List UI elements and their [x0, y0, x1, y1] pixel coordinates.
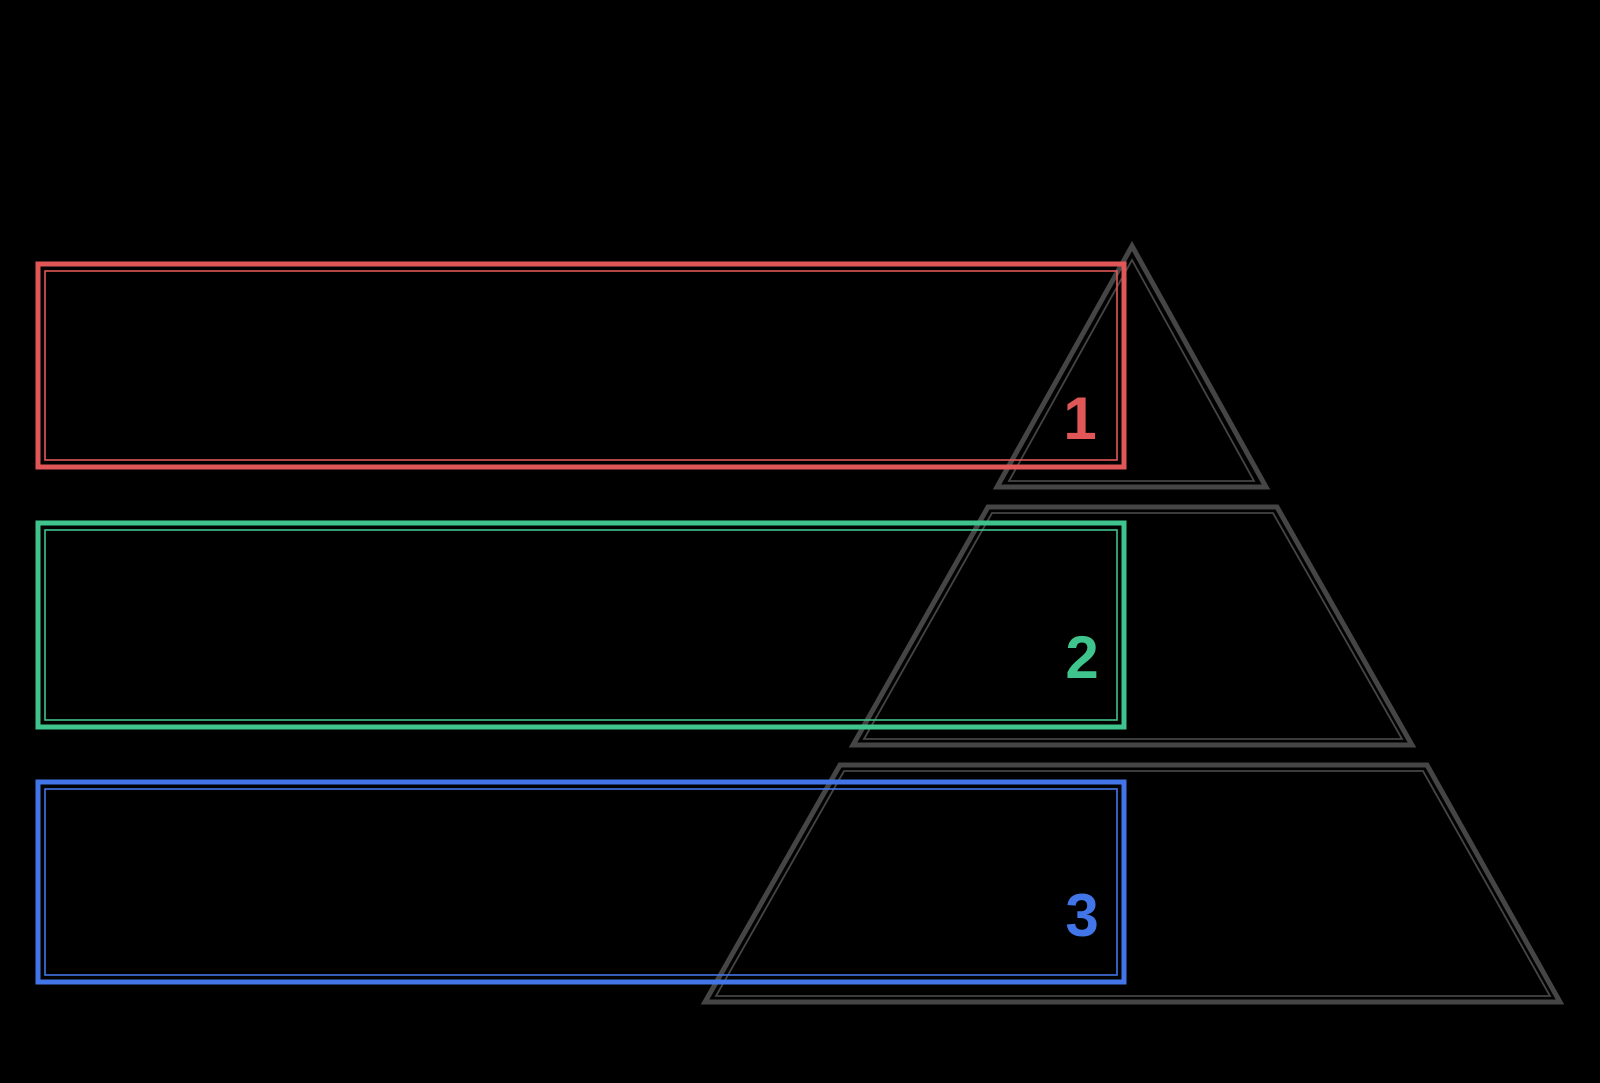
layer-3-number: 3: [1065, 882, 1098, 949]
layer-3-bar: [35, 779, 1127, 985]
layer-1-bar-inner-line: [44, 270, 1118, 461]
layer-1-number: 1: [1063, 385, 1096, 452]
pyramid-tier-3-outline: [700, 762, 1565, 1005]
layer-1-bar: [35, 261, 1127, 470]
pyramid-tier-1-outline: [992, 240, 1271, 490]
pyramid-tier-2-inner-line: [862, 512, 1404, 740]
pyramid-tier-2-outline: [848, 504, 1417, 748]
layer-3-bar-inner-line: [44, 788, 1118, 976]
pyramid-tier-3-inner-line: [714, 770, 1552, 997]
layer-2-bar-inner-line: [44, 529, 1118, 721]
layer-2-bar: [35, 520, 1127, 730]
layer-2-number: 2: [1065, 624, 1098, 691]
pyramid-tier-1-inner-line: [1007, 258, 1256, 482]
